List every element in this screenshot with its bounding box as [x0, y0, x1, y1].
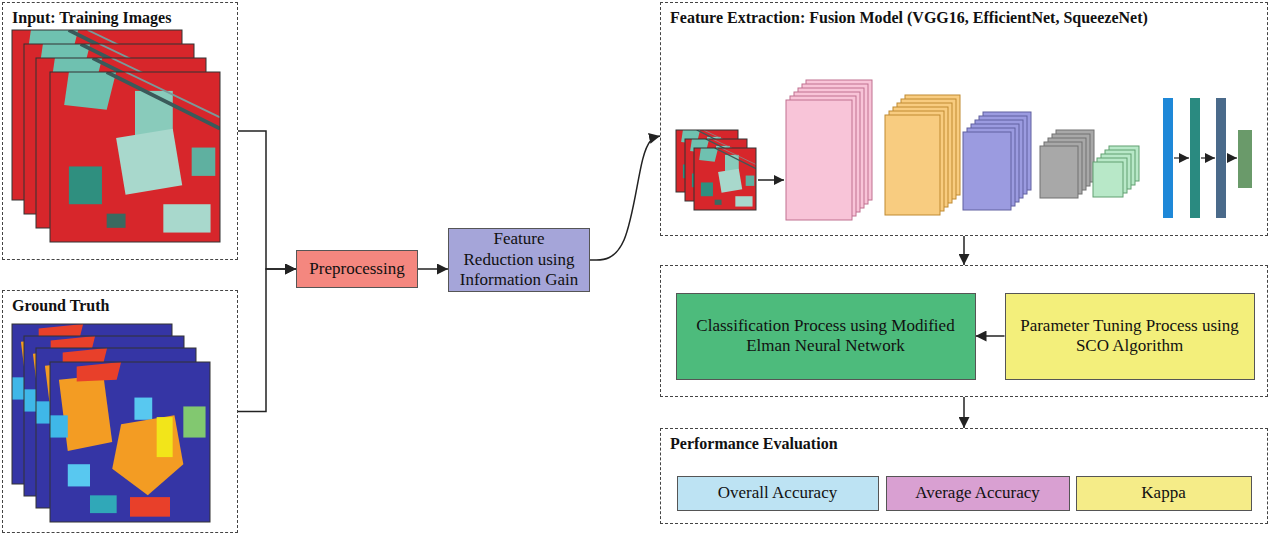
flow-arrow — [590, 136, 660, 260]
dense-layers — [1163, 98, 1252, 218]
process-box: Classification Process using Modified El… — [676, 293, 976, 380]
panel-heading: Input: Training Images — [12, 8, 228, 27]
cnn-layer-gray — [1040, 130, 1094, 198]
process-box: Feature Reduction using Information Gain — [448, 228, 590, 292]
flow-arrow — [418, 268, 448, 270]
ground-truth-panel: Ground Truth — [2, 290, 238, 533]
box-label: Feature Reduction using Information Gain — [457, 229, 581, 290]
cnn-layer-purple — [963, 112, 1031, 210]
metric-box: Kappa — [1076, 476, 1252, 511]
panel-heading: Performance Evaluation — [670, 434, 1258, 453]
box-label: Parameter Tuning Process using SCO Algor… — [1014, 316, 1246, 357]
cnn-layer-pink — [786, 80, 872, 220]
box-label: Classification Process using Modified El… — [685, 316, 967, 357]
flow-arrow — [238, 269, 296, 412]
input-panel: Input: Training Images — [2, 2, 238, 260]
box-label: Preprocessing — [309, 259, 404, 279]
flow-arrow — [976, 335, 1005, 337]
training-image-stack — [12, 30, 220, 242]
box-label: Kappa — [1141, 483, 1185, 503]
process-box: Parameter Tuning Process using SCO Algor… — [1005, 293, 1255, 380]
flow-arrow — [963, 397, 965, 428]
feature-extraction-panel: Feature Extraction: Fusion Model (VGG16,… — [660, 2, 1268, 236]
cnn-layer-orange — [885, 95, 960, 215]
flow-arrow — [963, 236, 965, 265]
cnn-layer-green — [1093, 146, 1139, 197]
panel-heading: Ground Truth — [12, 296, 228, 315]
input-thumbnail-stack — [676, 130, 784, 210]
evaluation-panel: Performance EvaluationOverall Accuracy Av… — [660, 428, 1268, 524]
box-label: Average Accuracy — [915, 483, 1040, 503]
metric-box: Overall Accuracy — [677, 476, 879, 511]
classification-panel: Classification Process using Modified El… — [660, 265, 1268, 397]
box-label: Overall Accuracy — [718, 483, 837, 503]
metric-box: Average Accuracy — [886, 476, 1070, 511]
process-box: Preprocessing — [296, 250, 418, 288]
flow-arrow — [238, 131, 296, 269]
ground-truth-stack — [12, 324, 210, 522]
panel-heading: Feature Extraction: Fusion Model (VGG16,… — [670, 8, 1258, 27]
